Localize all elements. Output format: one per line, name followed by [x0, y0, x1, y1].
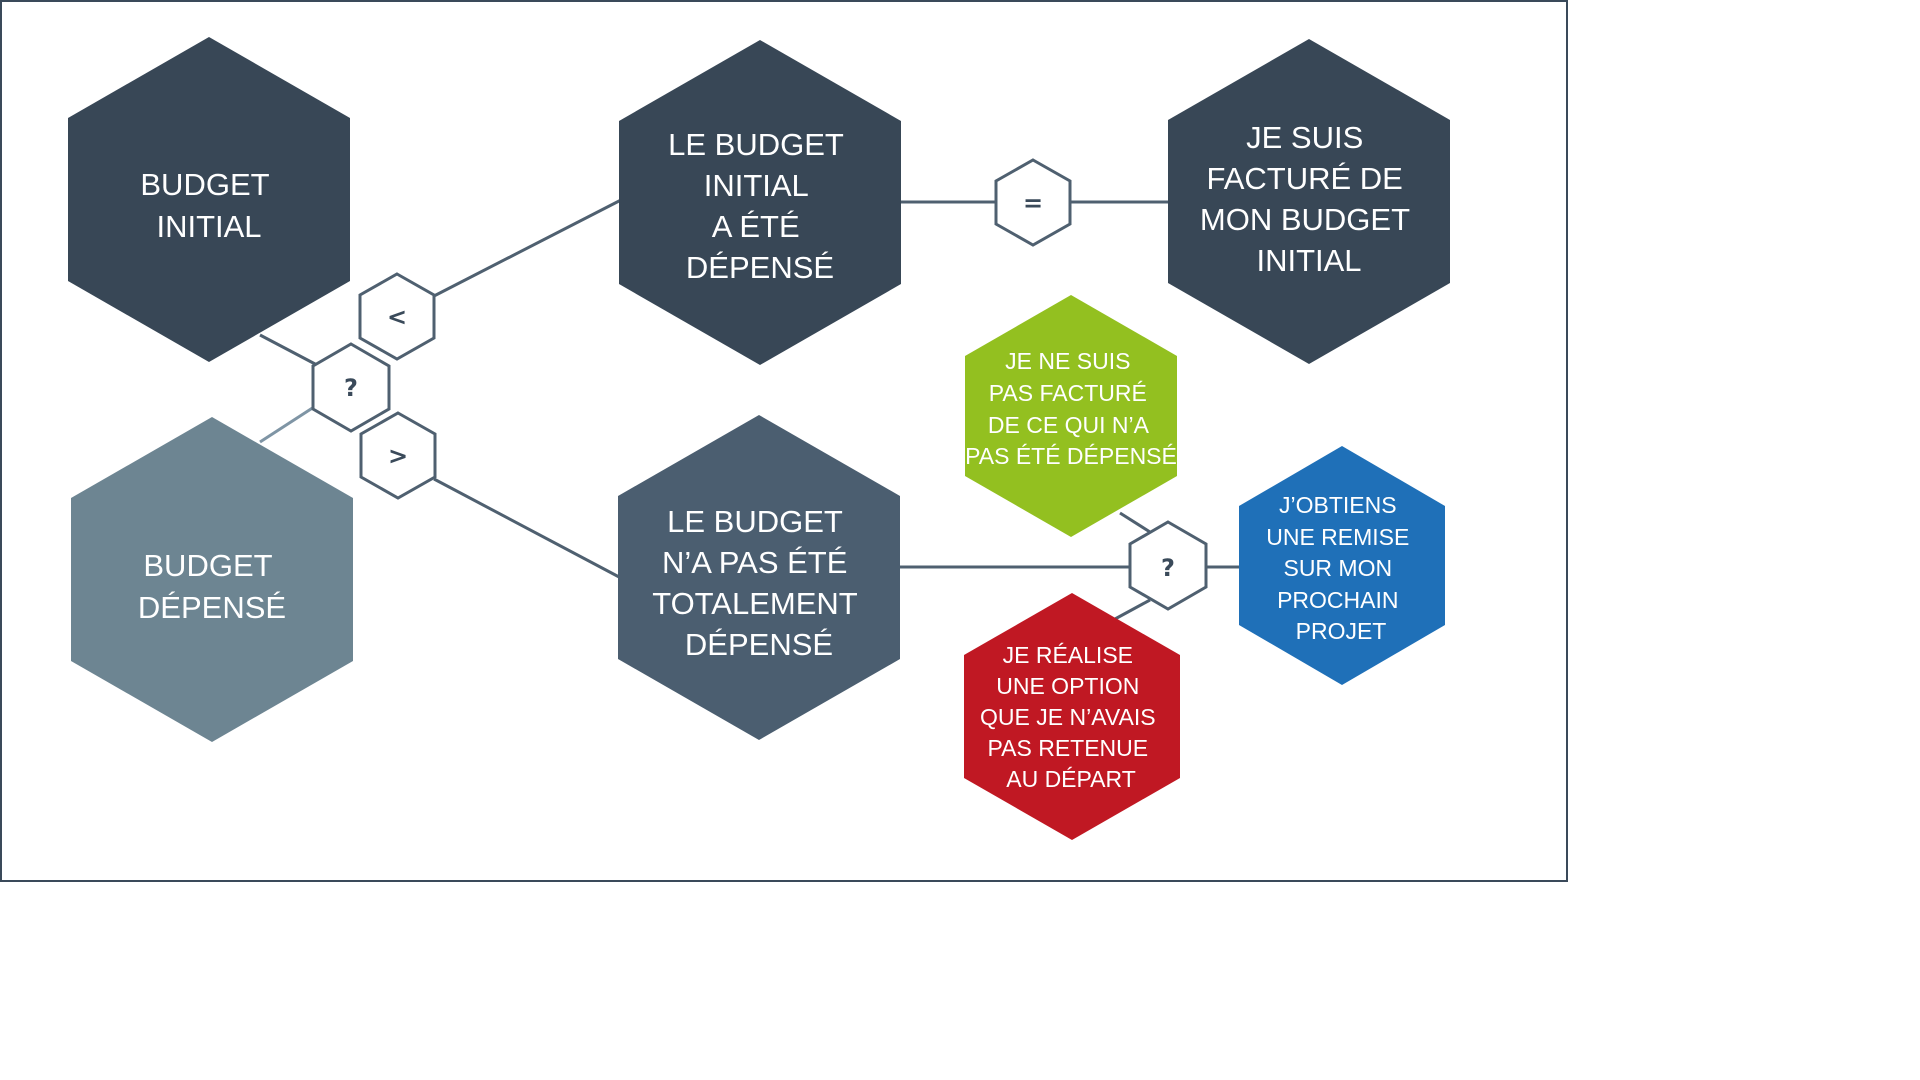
operator-question-right: ? — [1128, 520, 1208, 611]
connector-question-to-option — [1114, 598, 1151, 621]
hexagon-budget-initial-depense: LE BUDGET INITIAL A ÉTÉ DÉPENSÉ — [619, 40, 901, 365]
hexagon-label: BUDGET DÉPENSÉ — [138, 548, 286, 625]
less-than-icon: < — [387, 303, 407, 331]
connectors — [259, 198, 1240, 621]
equals-icon: = — [1023, 189, 1043, 217]
hexagon-label: J’OBTIENS UNE REMISE SUR MON PROCHAIN PR… — [1266, 492, 1416, 644]
hexagon-label: JE RÉALISE UNE OPTION QUE JE N’AVAIS PAS… — [980, 642, 1162, 792]
budget-flow-diagram: BUDGET INITIAL BUDGET DÉPENSÉ LE BUDGET … — [68, 37, 1450, 840]
connector-depense-to-question — [259, 405, 315, 444]
greater-than-icon: > — [388, 442, 408, 470]
hexagon-facture-budget-initial: JE SUIS FACTURÉ DE MON BUDGET INITIAL — [1168, 39, 1450, 364]
operator-question-left: ? — [311, 342, 391, 433]
hexagon-budget-initial: BUDGET INITIAL — [68, 37, 350, 362]
connector-question-to-pas-facture — [1119, 511, 1151, 534]
connector-less-to-initial-depense — [433, 198, 622, 298]
hexagon-label: JE NE SUIS PAS FACTURÉ DE CE QUI N’A PAS… — [965, 348, 1177, 469]
question-mark-icon: ? — [1161, 554, 1175, 582]
hexagon-option: JE RÉALISE UNE OPTION QUE JE N’AVAIS PAS… — [964, 593, 1180, 840]
question-mark-icon: ? — [344, 374, 358, 402]
operator-less-than: < — [358, 272, 436, 361]
diagram-canvas: BUDGET INITIAL BUDGET DÉPENSÉ LE BUDGET … — [0, 0, 1568, 882]
operator-equals: = — [994, 158, 1072, 247]
hexagon-pas-facture: JE NE SUIS PAS FACTURÉ DE CE QUI N’A PAS… — [965, 295, 1177, 537]
connector-initial-to-question — [259, 333, 318, 367]
hexagon-budget-pas-totalement: LE BUDGET N’A PAS ÉTÉ TOTALEMENT DÉPENSÉ — [618, 415, 900, 740]
hexagon-label: BUDGET INITIAL — [140, 167, 277, 244]
hexagon-label: LE BUDGET INITIAL A ÉTÉ DÉPENSÉ — [668, 127, 852, 285]
hexagon-label: LE BUDGET N’A PAS ÉTÉ TOTALEMENT DÉPENSÉ — [652, 504, 866, 662]
hexagon-label: JE SUIS FACTURÉ DE MON BUDGET INITIAL — [1200, 120, 1418, 278]
connector-greater-to-pas-totalement — [433, 477, 622, 580]
hexagon-remise: J’OBTIENS UNE REMISE SUR MON PROCHAIN PR… — [1239, 446, 1445, 685]
hexagon-budget-depense: BUDGET DÉPENSÉ — [71, 417, 353, 742]
operator-greater-than: > — [359, 411, 437, 500]
